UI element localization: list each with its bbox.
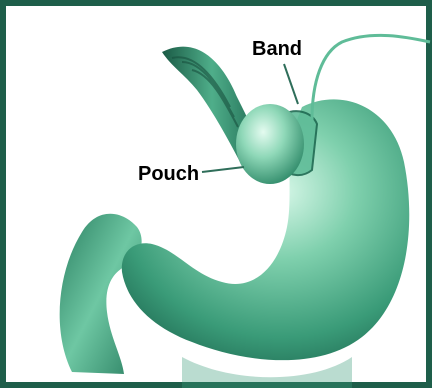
duodenum-shape — [60, 214, 142, 374]
band-label: Band — [252, 39, 302, 59]
pouch-leader-line — [202, 167, 244, 172]
stomach-illustration — [12, 12, 432, 388]
pouch-label: Pouch — [138, 164, 199, 184]
base-shadow — [182, 357, 352, 388]
band-leader-line — [284, 64, 298, 104]
stomach-pouch — [236, 104, 304, 184]
